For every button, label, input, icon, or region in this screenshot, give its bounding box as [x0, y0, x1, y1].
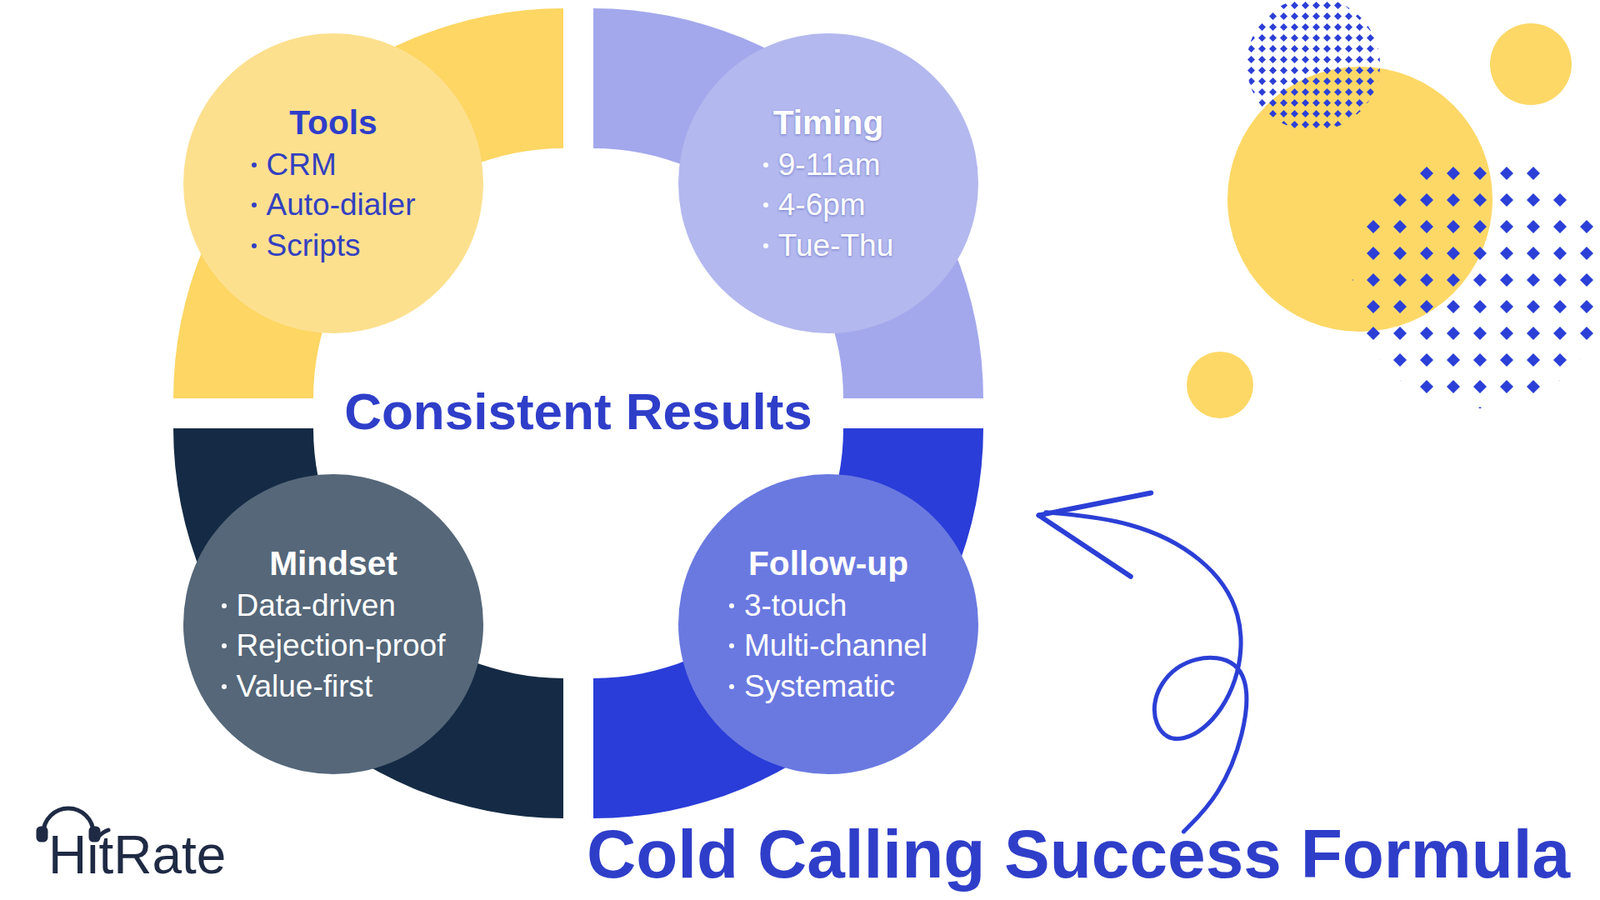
bullet-item: Data-driven [221, 585, 396, 626]
circle-content: Follow-up3-touchMulti-channelSystematic [729, 541, 928, 706]
circle-content: Timing9-11am4-6pmTue-Thu [763, 100, 894, 265]
circle-content: ToolsCRMAuto-dialerScripts [251, 100, 416, 265]
ring-segments [173, 8, 984, 819]
bullet-text: Tue-Thu [778, 225, 894, 266]
bullet-dot [221, 643, 227, 649]
arrow-head [1039, 492, 1152, 515]
bullet-text: Scripts [266, 225, 361, 266]
headset-cup [38, 828, 46, 840]
bullet-item: CRM [251, 145, 337, 185]
ring-segment [593, 8, 984, 399]
ring-segment [593, 428, 984, 819]
bullet-text: Value-first [236, 666, 374, 707]
bullet-dot [729, 684, 735, 690]
bullet-dot [251, 202, 257, 208]
bullet-dot [221, 684, 227, 690]
bullet-item: Systematic [729, 666, 895, 707]
bullet-item: Tue-Thu [763, 225, 894, 266]
bullet-dot [251, 162, 257, 168]
logo-text: HitRate [48, 828, 226, 882]
bullet-item: 4-6pm [763, 185, 866, 225]
bullet-item: Scripts [251, 225, 361, 266]
bullet-text: 9-11am [778, 145, 881, 185]
bullet-dot [221, 603, 227, 609]
bullet-dot [763, 202, 769, 208]
bullet-text: Auto-dialer [266, 185, 416, 225]
bullet-item: Auto-dialer [251, 185, 416, 225]
circle-heading: Tools [289, 100, 377, 145]
bullet-text: 3-touch [744, 585, 847, 626]
bullet-dot [763, 243, 769, 249]
bullet-item: 9-11am [763, 145, 881, 185]
yellow-circle [1490, 23, 1572, 105]
center-label: Consistent Results [344, 385, 813, 438]
bullet-dot [729, 603, 735, 609]
topic-circle: Timing9-11am4-6pmTue-Thu [678, 33, 979, 334]
circle-heading: Mindset [269, 541, 398, 586]
topic-circle: ToolsCRMAuto-dialerScripts [183, 33, 484, 334]
bullet-text: CRM [266, 145, 337, 185]
dot-pattern [1241, 0, 1392, 142]
bullet-dot [251, 243, 257, 249]
bullet-text: Data-driven [236, 585, 396, 626]
bullet-item: Rejection-proof [221, 625, 446, 666]
ring-segment [173, 8, 564, 399]
bullet-item: Value-first [221, 666, 374, 707]
bullet-text: Rejection-proof [236, 625, 446, 666]
arrow-head [1039, 515, 1131, 576]
ring-segment [173, 428, 564, 819]
bullet-text: Systematic [744, 666, 895, 707]
curly-arrow [1039, 492, 1247, 832]
bullet-dot [763, 162, 769, 168]
dot-pattern [1350, 150, 1600, 417]
bullet-text: 4-6pm [778, 185, 866, 225]
yellow-circle [1186, 351, 1254, 419]
circle-heading: Timing [773, 100, 885, 145]
bullet-dot [729, 643, 735, 649]
diagram-title: Cold Calling Success Formula [586, 820, 1570, 889]
topic-circle: MindsetData-drivenRejection-proofValue-f… [183, 474, 484, 775]
curly-arrow-line [1045, 512, 1247, 832]
circle-content: MindsetData-drivenRejection-proofValue-f… [221, 541, 446, 706]
bullet-item: Multi-channel [729, 625, 928, 666]
bullet-item: 3-touch [729, 585, 847, 626]
bullet-text: Multi-channel [744, 625, 928, 666]
circle-heading: Follow-up [748, 541, 909, 586]
topic-circle: Follow-up3-touchMulti-channelSystematic [678, 474, 979, 775]
